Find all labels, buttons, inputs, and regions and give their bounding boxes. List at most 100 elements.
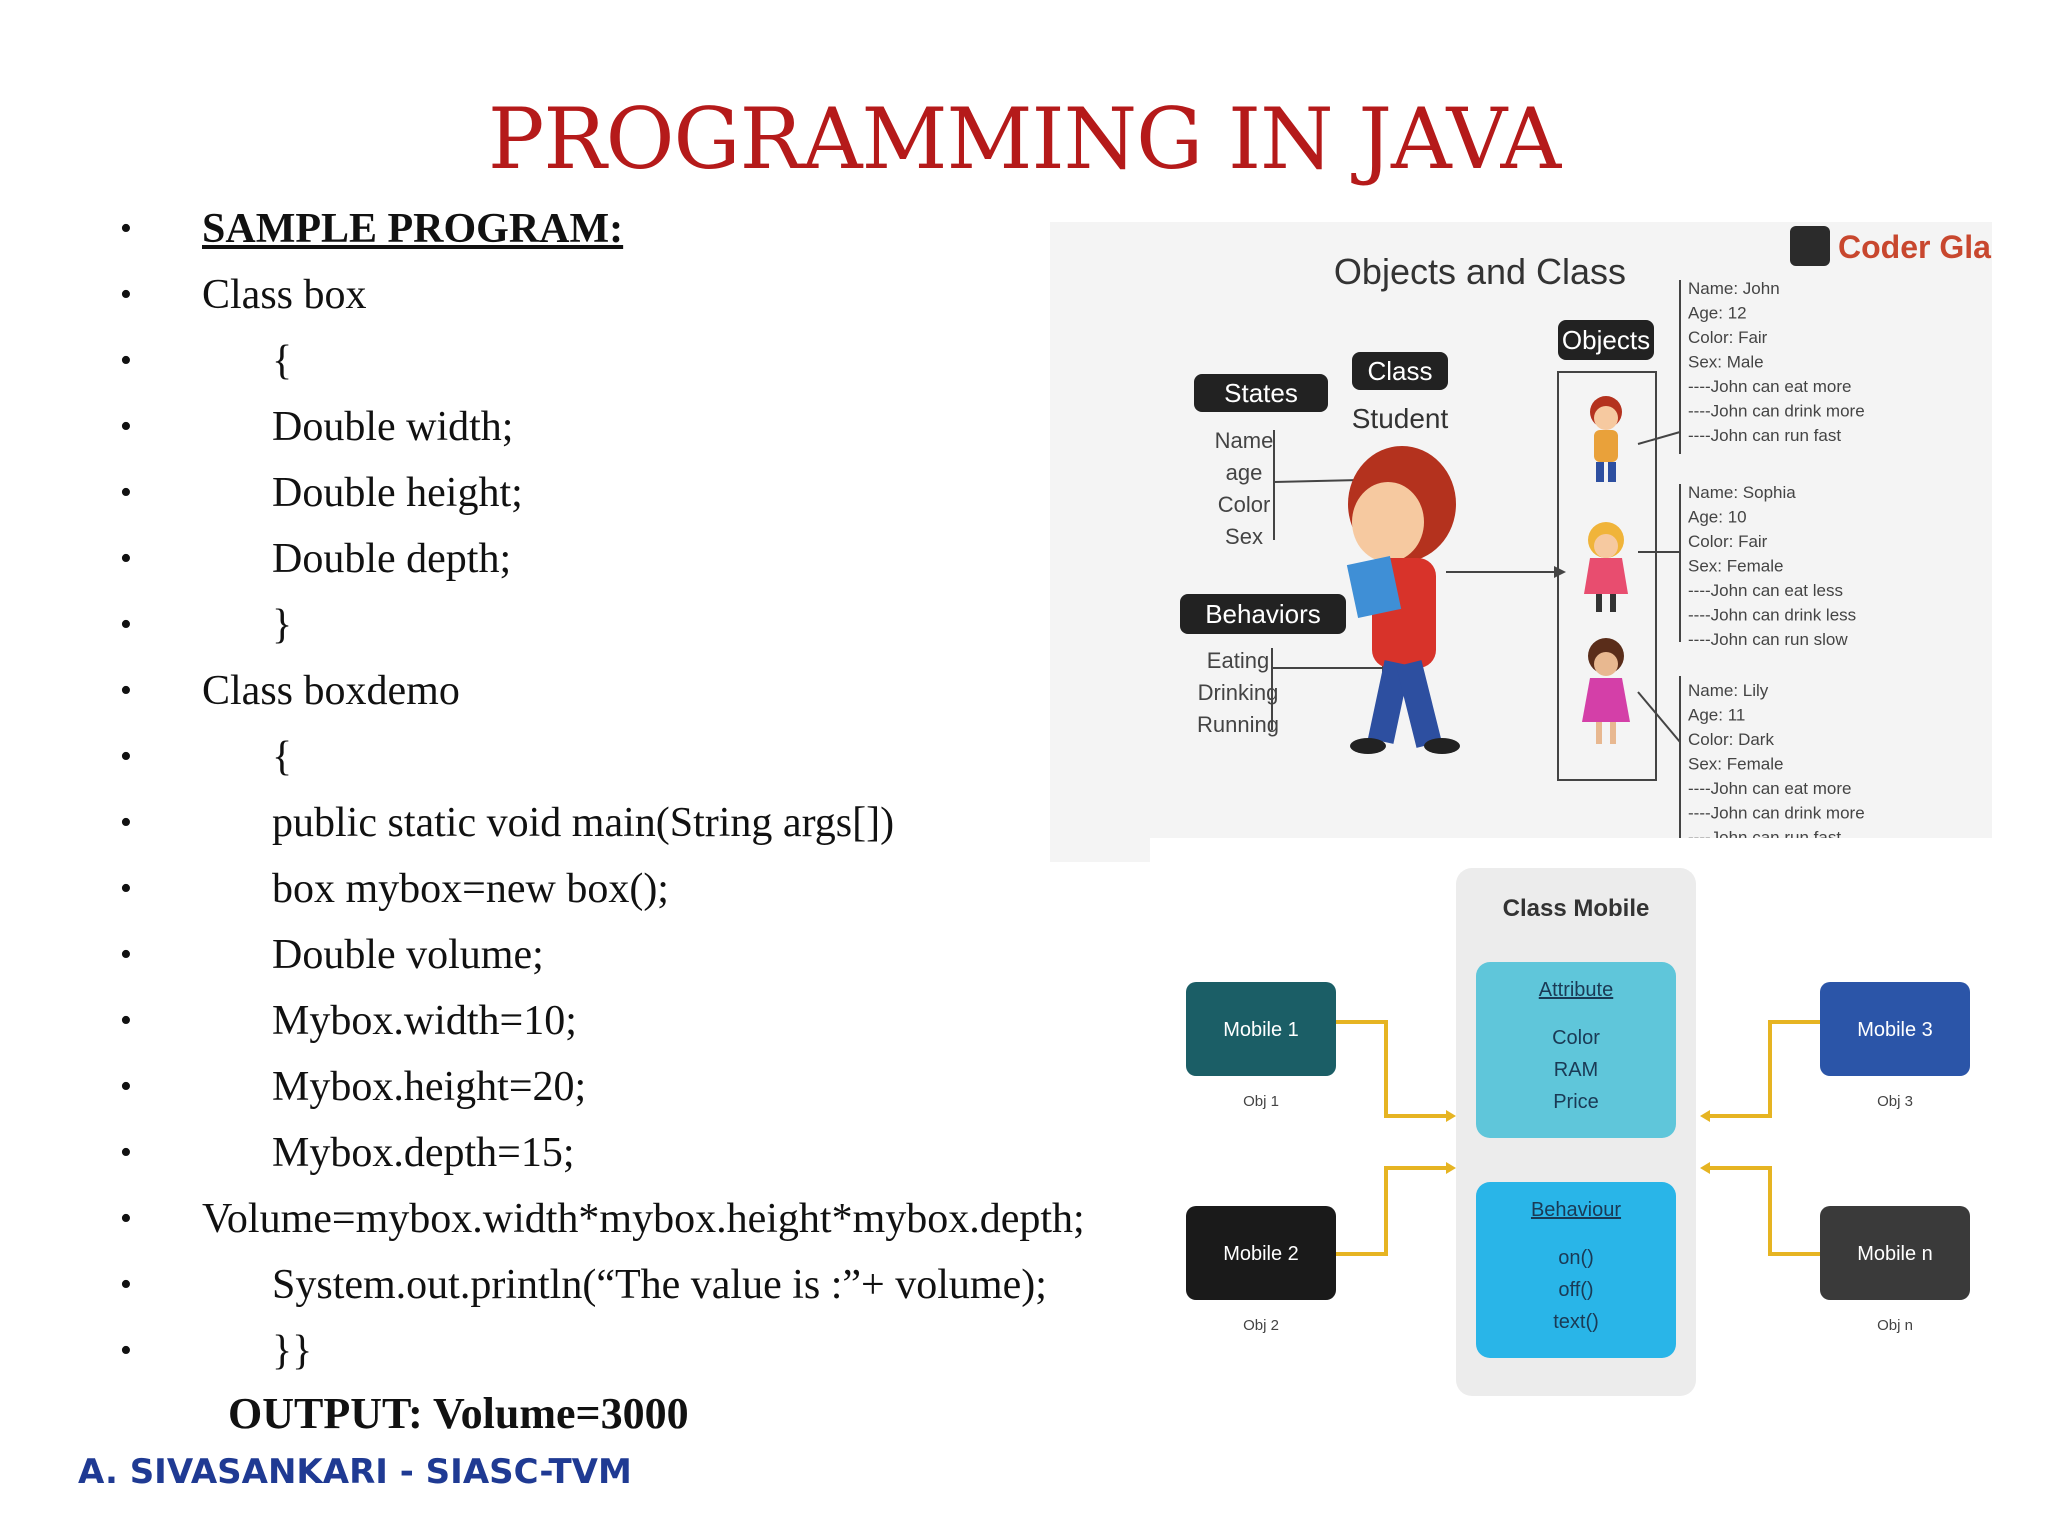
object-detail-line: Age: 11 bbox=[1688, 706, 1745, 725]
code-line: • SAMPLE PROGRAM: bbox=[120, 196, 1200, 262]
code-line: •} bbox=[120, 592, 1200, 658]
behaviour-item: off() bbox=[1558, 1279, 1593, 1301]
code-text: { bbox=[272, 338, 293, 384]
behaviour-item: on() bbox=[1558, 1247, 1594, 1269]
class-name: Student bbox=[1352, 403, 1449, 434]
state-item: Sex bbox=[1225, 524, 1263, 549]
behavior-item: Running bbox=[1197, 712, 1279, 737]
code-line: •System.out.println(“The value is :”+ vo… bbox=[120, 1252, 1200, 1318]
bullet-icon: • bbox=[120, 1200, 132, 1237]
code-line: •Mybox.depth=15; bbox=[120, 1120, 1200, 1186]
object-detail-line: Name: John bbox=[1688, 279, 1780, 298]
code-text: Class boxdemo bbox=[202, 668, 460, 714]
object-detail-line: ----John can eat less bbox=[1688, 581, 1843, 600]
code-line: • Double depth; bbox=[120, 526, 1200, 592]
behaviors-badge bbox=[1180, 594, 1346, 634]
object-detail-line: ----John can run fast bbox=[1688, 426, 1841, 445]
object-detail-line: Age: 10 bbox=[1688, 508, 1747, 527]
code-text: Mybox.height=20; bbox=[272, 1064, 587, 1110]
bullet-icon: • bbox=[120, 540, 132, 577]
bullet-icon: • bbox=[120, 408, 132, 445]
code-text: public static void main(String args[]) bbox=[272, 800, 895, 846]
attribute-item: Price bbox=[1553, 1091, 1599, 1113]
object-detail-line: Name: Lily bbox=[1688, 681, 1769, 700]
state-item: age bbox=[1226, 460, 1263, 485]
objects-badge bbox=[1558, 320, 1654, 360]
bullet-icon: • bbox=[120, 210, 132, 247]
behavior-item: Drinking bbox=[1198, 680, 1279, 705]
mobile-object-label: Mobile n bbox=[1857, 1243, 1933, 1265]
code-text: Mybox.depth=15; bbox=[272, 1130, 575, 1176]
object-detail-line: Sex: Male bbox=[1688, 353, 1764, 372]
objects-box bbox=[1557, 371, 1657, 781]
code-line: •Class boxdemo bbox=[120, 658, 1200, 724]
mobile-object-caption: Obj 2 bbox=[1243, 1317, 1279, 1334]
bullet-icon: • bbox=[120, 936, 132, 973]
mobile-object-caption: Obj n bbox=[1877, 1317, 1913, 1334]
code-text: Double depth; bbox=[272, 536, 512, 582]
bullet-icon: • bbox=[120, 1266, 132, 1303]
code-line: •public static void main(String args[]) bbox=[120, 790, 1200, 856]
code-line: • Volume=mybox.width*mybox.height*mybox.d… bbox=[120, 1186, 1200, 1252]
object-detail-line: ----John can run slow bbox=[1688, 630, 1848, 649]
object-lily-figure bbox=[1582, 638, 1630, 744]
mobile-object-caption: Obj 1 bbox=[1243, 1093, 1279, 1110]
states-badge bbox=[1194, 374, 1328, 412]
bullet-icon: • bbox=[120, 1068, 132, 1105]
bullet-icon: • bbox=[120, 276, 132, 313]
class-badge bbox=[1352, 352, 1448, 390]
state-item: Color bbox=[1218, 492, 1271, 517]
object-detail-line: Sex: Female bbox=[1688, 557, 1783, 576]
slide-title: PROGRAMMING IN JAVA bbox=[487, 90, 1561, 188]
behaviors-label: Behaviors bbox=[1205, 599, 1321, 629]
object-detail-line: ----John can eat more bbox=[1688, 377, 1851, 396]
bullet-icon: • bbox=[120, 342, 132, 379]
mobile-object-box bbox=[1820, 1206, 1970, 1300]
code-text: Volume=mybox.width*mybox.height*mybox.de… bbox=[202, 1196, 1085, 1242]
mobile-object-box bbox=[1186, 982, 1336, 1076]
code-text: box mybox=new box(); bbox=[272, 866, 669, 912]
bullet-icon: • bbox=[120, 606, 132, 643]
mobile-object-label: Mobile 2 bbox=[1223, 1243, 1299, 1265]
student-illustration bbox=[1346, 446, 1460, 754]
behaviour-list: on() off() text() bbox=[1553, 1247, 1599, 1333]
object-detail-line: ----John can drink more bbox=[1688, 402, 1865, 421]
program-heading: SAMPLE PROGRAM: bbox=[202, 206, 624, 252]
code-line: •Double volume; bbox=[120, 922, 1200, 988]
behavior-item: Eating bbox=[1207, 648, 1269, 673]
behaviour-item: text() bbox=[1553, 1311, 1599, 1333]
mobile-object-label: Mobile 3 bbox=[1857, 1019, 1933, 1041]
code-text: } bbox=[272, 602, 293, 648]
bullet-icon: • bbox=[120, 870, 132, 907]
code-line: •Class box bbox=[120, 262, 1200, 328]
code-text: Mybox.width=10; bbox=[272, 998, 577, 1044]
mobile-object-box bbox=[1186, 1206, 1336, 1300]
code-line: •Double height; bbox=[120, 460, 1200, 526]
code-bullet-list: •SAMPLE PROGRAM:•Class box•{•Double widt… bbox=[120, 196, 1200, 1384]
bullet-icon: • bbox=[120, 1002, 132, 1039]
object-sophia-figure bbox=[1584, 522, 1628, 612]
code-text: Double height; bbox=[272, 470, 523, 516]
attribute-item: Color bbox=[1552, 1027, 1600, 1049]
code-line: •}} bbox=[120, 1318, 1200, 1384]
coder-glass-logo: Coder Glass bbox=[1790, 226, 1992, 266]
mobile-object-caption: Obj 3 bbox=[1877, 1093, 1913, 1110]
object-detail-line: Color: Fair bbox=[1688, 328, 1768, 347]
objects-and-class-image: Coder Glass Objects and Class States Nam… bbox=[1050, 222, 1992, 862]
bullet-icon: • bbox=[120, 738, 132, 775]
code-line: •{ bbox=[120, 328, 1200, 394]
attribute-box bbox=[1476, 962, 1676, 1138]
code-text: Double width; bbox=[272, 404, 514, 450]
object-detail-line: ----John can eat more bbox=[1688, 779, 1851, 798]
bullet-icon: • bbox=[120, 1332, 132, 1369]
state-item: Name bbox=[1215, 428, 1274, 453]
behaviour-label: Behaviour bbox=[1531, 1199, 1621, 1221]
code-text: { bbox=[272, 734, 293, 780]
mobile-object-box bbox=[1820, 982, 1970, 1076]
object-detail-line: Sex: Female bbox=[1688, 755, 1783, 774]
states-label: States bbox=[1224, 378, 1298, 408]
